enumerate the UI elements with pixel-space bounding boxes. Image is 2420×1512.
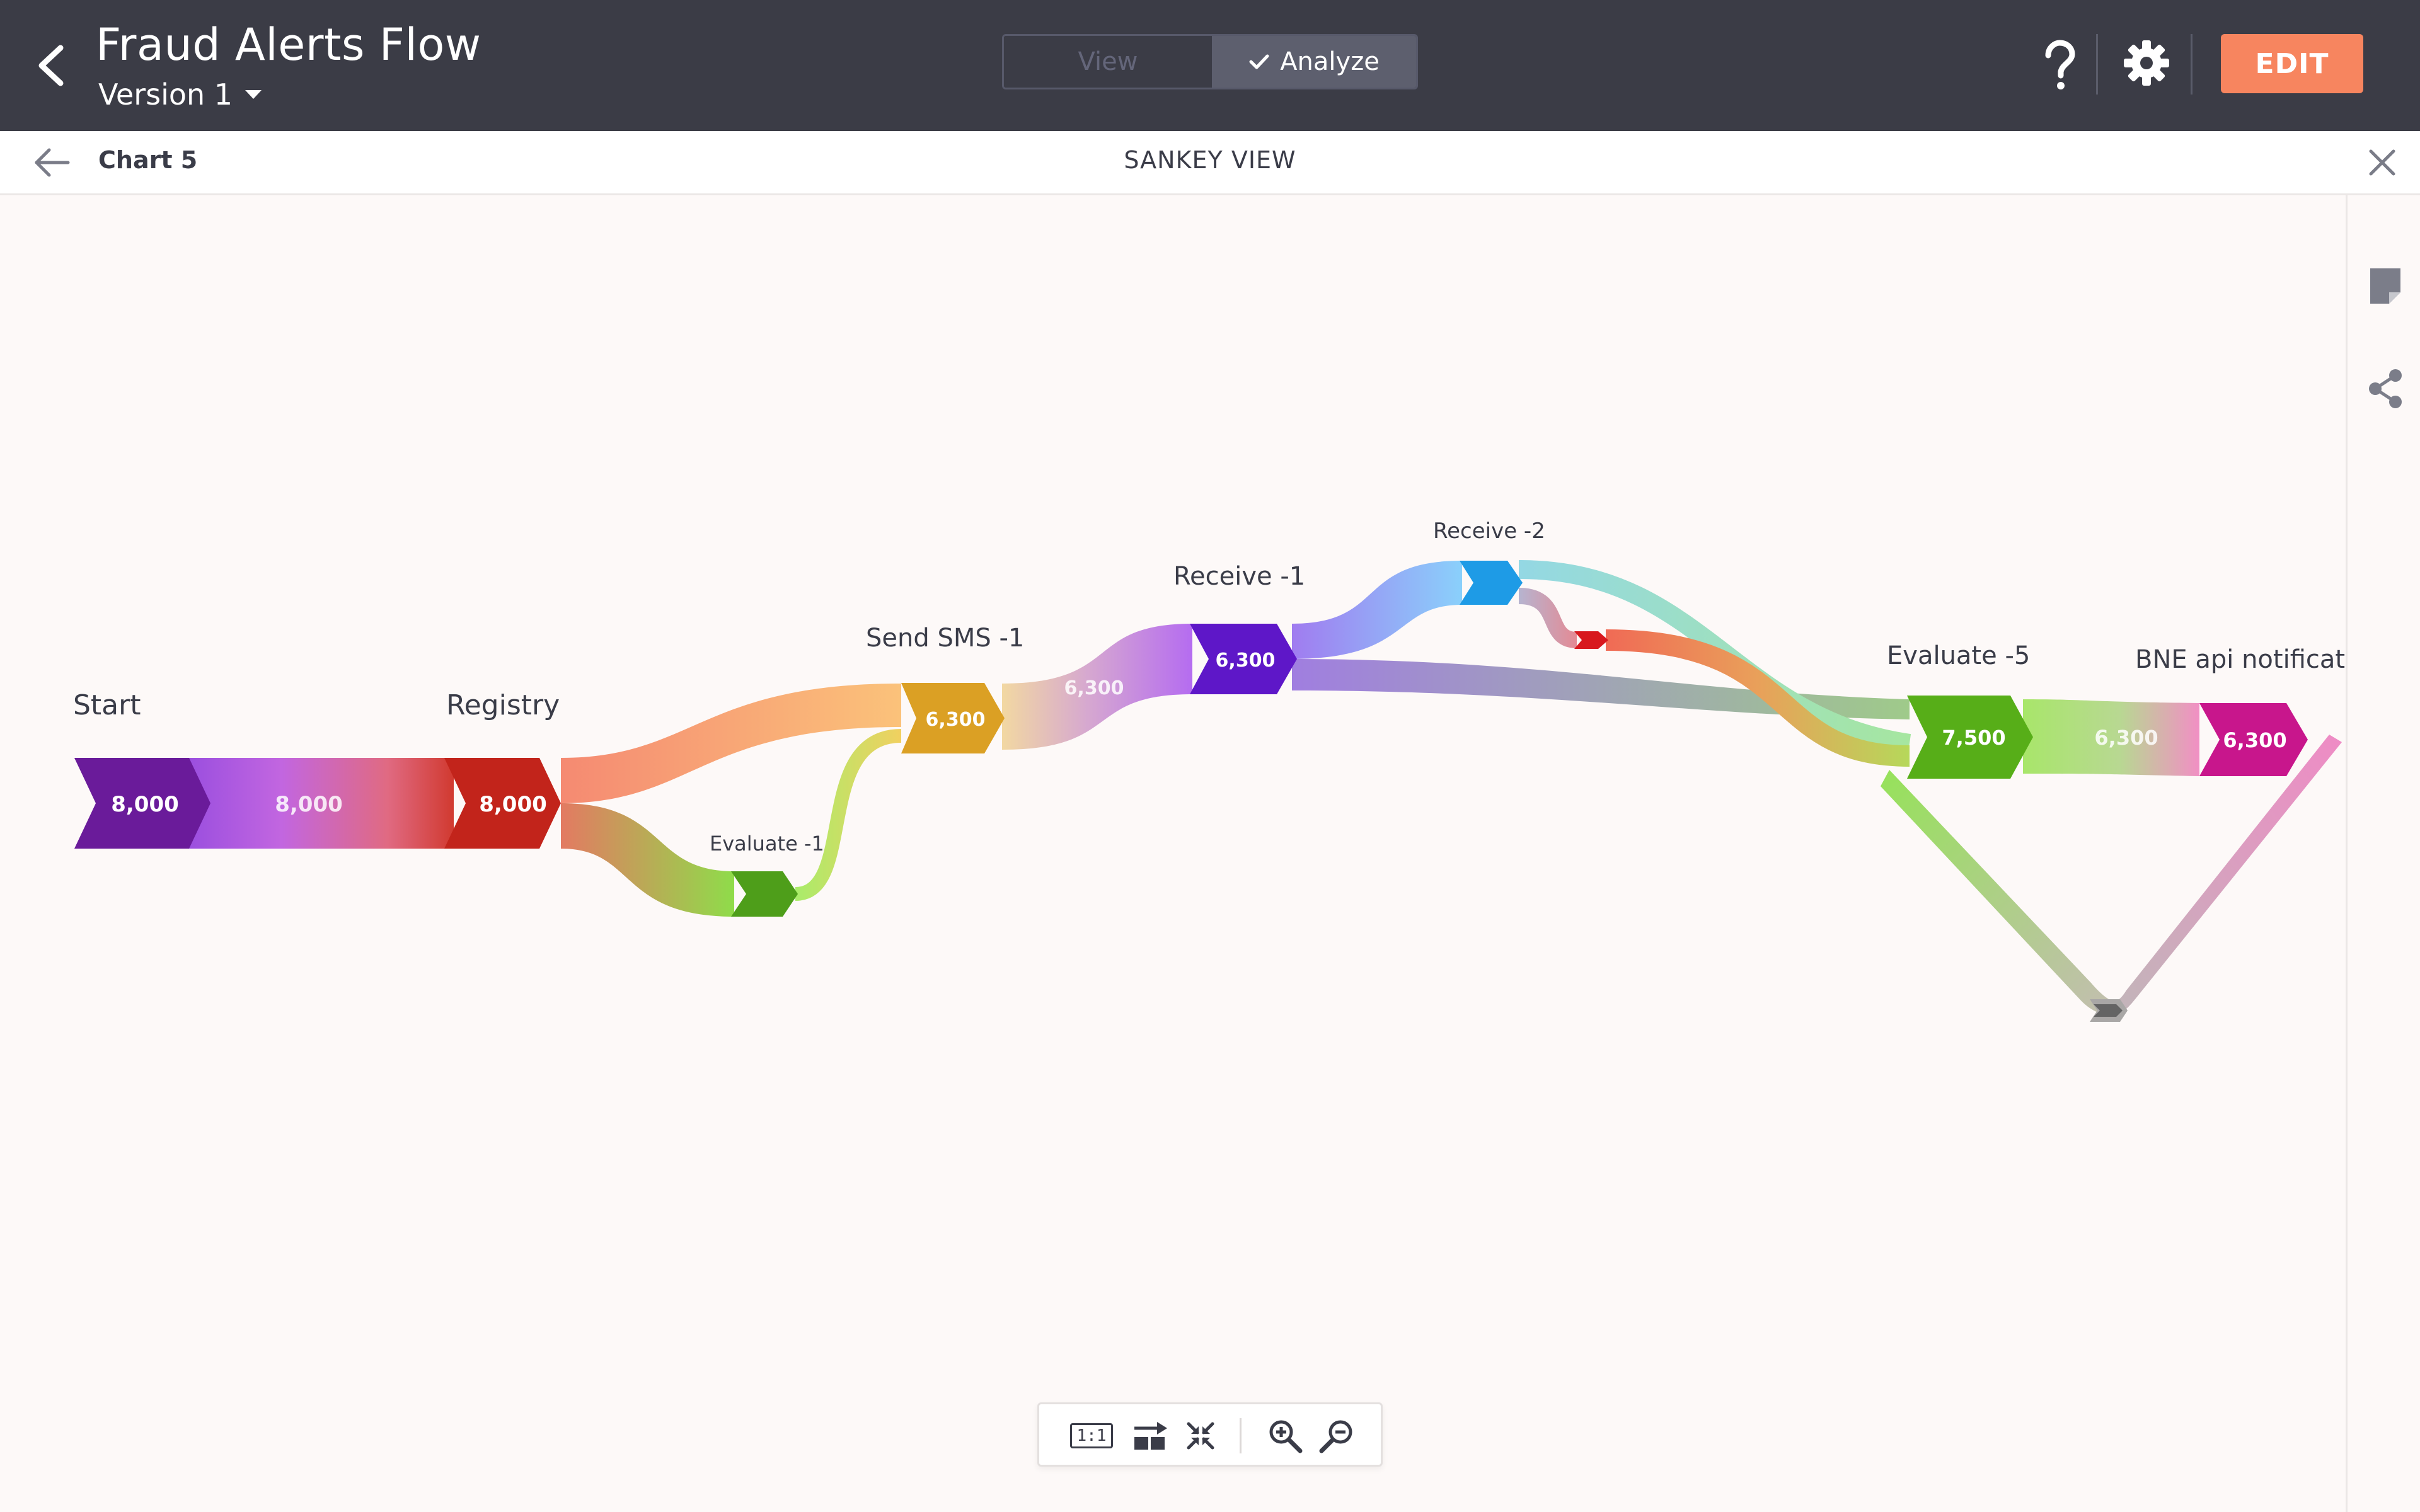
- link-evaluate5-bne[interactable]: [2023, 699, 2199, 776]
- title-registry: Registry: [446, 689, 560, 721]
- layout-arrow-icon: [1134, 1422, 1167, 1450]
- toolbar-divider: [1240, 1418, 1242, 1453]
- link-receive1-evaluate5[interactable]: [1292, 659, 1910, 719]
- title-bne: BNE api notificatio: [2135, 645, 2346, 674]
- link-evaluate1-sendsms1[interactable]: [794, 729, 902, 901]
- link-value-start-registry: 8,000: [275, 792, 343, 817]
- value-sendsms1: 6,300: [926, 709, 986, 731]
- note-icon: [2370, 268, 2400, 304]
- link-evaluate5-loophub[interactable]: [1881, 770, 2120, 1017]
- node-evaluate1[interactable]: [731, 871, 798, 917]
- sankey-step-titles: Start Registry Evaluate -1 Send SMS -1 R…: [73, 518, 2346, 856]
- collapse-button[interactable]: [1180, 1418, 1221, 1453]
- caret-down-icon: [245, 90, 262, 99]
- sankey-nodes: [74, 561, 2308, 1022]
- header-divider: [2096, 34, 2098, 94]
- sankey-values: 8,000 8,000 6,300 6,300 7,500 6,300 8,00…: [111, 650, 2286, 817]
- node-registry[interactable]: [444, 758, 561, 849]
- link-small-evaluate5[interactable]: [1605, 629, 1910, 767]
- version-dropdown[interactable]: Version 1: [98, 74, 263, 115]
- node-sendsms1[interactable]: [901, 683, 1005, 753]
- mode-analyze-label: Analyze: [1280, 47, 1380, 76]
- link-value-sendsms1-receive1: 6,300: [1064, 677, 1124, 699]
- link-receive2-small[interactable]: [1518, 588, 1578, 648]
- link-start-registry[interactable]: [189, 758, 454, 849]
- title-receive2: Receive -2: [1433, 518, 1545, 544]
- app-header: Fraud Alerts Flow Version 1 View Analyze: [0, 0, 2420, 131]
- sankey-links: [189, 560, 2342, 1017]
- zoom-toolbar: 1:1: [1037, 1402, 1383, 1467]
- chart-name: Chart 5: [98, 146, 198, 174]
- sankey-canvas[interactable]: Start Registry Evaluate -1 Send SMS -1 R…: [0, 195, 2346, 1512]
- link-value-evaluate5-bne: 6,300: [2094, 726, 2158, 750]
- collapse-icon: [1187, 1422, 1214, 1450]
- zoom-in-icon: [1269, 1420, 1303, 1453]
- title-sendsms1: Send SMS -1: [866, 624, 1024, 653]
- title-start: Start: [73, 689, 141, 721]
- zoom-in-button[interactable]: [1265, 1418, 1305, 1453]
- link-receive1-receive2[interactable]: [1292, 561, 1462, 659]
- link-bne-loophub[interactable]: [2110, 735, 2342, 1017]
- edit-button[interactable]: EDIT: [2221, 34, 2363, 93]
- actual-size-label: 1:1: [1069, 1423, 1114, 1448]
- value-registry: 8,000: [479, 792, 547, 817]
- help-button[interactable]: [2033, 39, 2083, 92]
- version-label: Version 1: [98, 77, 233, 112]
- value-bne: 6,300: [2223, 728, 2286, 752]
- value-start: 8,000: [111, 792, 179, 817]
- flow-title: Fraud Alerts Flow: [96, 19, 481, 71]
- mode-analyze-button[interactable]: Analyze: [1212, 36, 1416, 88]
- header-divider: [2191, 34, 2192, 94]
- node-evaluate5[interactable]: [1907, 696, 2033, 779]
- mode-view-button[interactable]: View: [1004, 36, 1212, 88]
- link-registry-evaluate1[interactable]: [561, 803, 734, 917]
- chart-back-button[interactable]: [30, 145, 76, 180]
- arrow-left-icon: [35, 148, 70, 177]
- share-icon: [2369, 369, 2402, 408]
- mode-toggle: View Analyze: [1002, 34, 1418, 89]
- notes-button[interactable]: [2366, 265, 2404, 309]
- layout-button[interactable]: [1130, 1418, 1170, 1453]
- question-mark-icon: [2045, 40, 2075, 89]
- chart-subheader: Chart 5 SANKEY VIEW: [0, 131, 2420, 195]
- close-button[interactable]: [2365, 145, 2400, 180]
- node-receive1[interactable]: [1190, 624, 1297, 694]
- actual-size-button[interactable]: 1:1: [1068, 1418, 1115, 1453]
- back-button[interactable]: [28, 35, 78, 96]
- chevron-left-icon: [38, 45, 64, 86]
- gear-icon: [2124, 40, 2169, 86]
- node-receive2[interactable]: [1460, 561, 1523, 605]
- sankey-chart[interactable]: Start Registry Evaluate -1 Send SMS -1 R…: [0, 195, 2346, 1512]
- title-receive1: Receive -1: [1173, 562, 1305, 591]
- value-evaluate5: 7,500: [1942, 726, 2005, 750]
- node-bne[interactable]: [2199, 703, 2308, 776]
- settings-button[interactable]: [2119, 35, 2174, 91]
- node-start[interactable]: [74, 758, 210, 849]
- check-icon: [1249, 54, 1269, 69]
- node-loop-hub[interactable]: [2094, 1004, 2123, 1017]
- link-registry-sendsms1[interactable]: [561, 684, 901, 803]
- view-title: SANKEY VIEW: [1124, 146, 1296, 174]
- value-receive1: 6,300: [1216, 650, 1276, 672]
- title-evaluate5: Evaluate -5: [1887, 641, 2030, 670]
- node-small-red[interactable]: [1574, 631, 1608, 649]
- close-icon: [2369, 149, 2395, 176]
- link-sendsms1-receive1[interactable]: [1002, 624, 1192, 750]
- right-rail: [2346, 195, 2420, 1512]
- zoom-out-button[interactable]: [1317, 1418, 1357, 1453]
- title-evaluate1: Evaluate -1: [710, 832, 824, 856]
- share-button[interactable]: [2365, 367, 2404, 411]
- zoom-out-icon: [1319, 1420, 1352, 1453]
